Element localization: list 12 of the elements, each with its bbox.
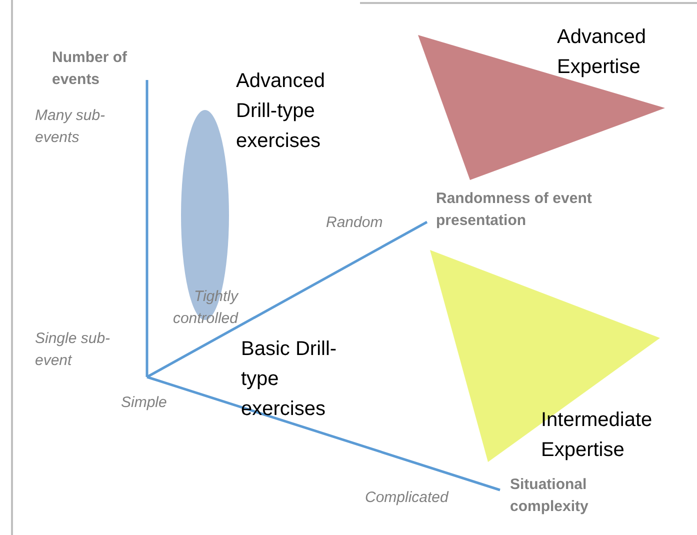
axis-title: Situational complexity bbox=[510, 475, 590, 517]
axis-tick-label: Simple bbox=[121, 393, 168, 413]
axis-tick-label: Single sub-event bbox=[35, 329, 112, 371]
node-title: Intermediate Expertise bbox=[541, 408, 654, 463]
region-label: Basic Drill-type exercises bbox=[241, 337, 338, 422]
axis-tick-label: Complicated bbox=[365, 488, 450, 508]
axis-tick-label: Many sub-events bbox=[35, 106, 106, 148]
node-title: Advanced Drill-type exercises bbox=[236, 69, 326, 154]
axis-title: Number of events bbox=[52, 48, 128, 90]
node-title: Advanced Expertise bbox=[557, 25, 647, 80]
axis-title: Randomness of event presentation bbox=[436, 189, 593, 231]
axis-tick-label: Random bbox=[326, 213, 384, 233]
